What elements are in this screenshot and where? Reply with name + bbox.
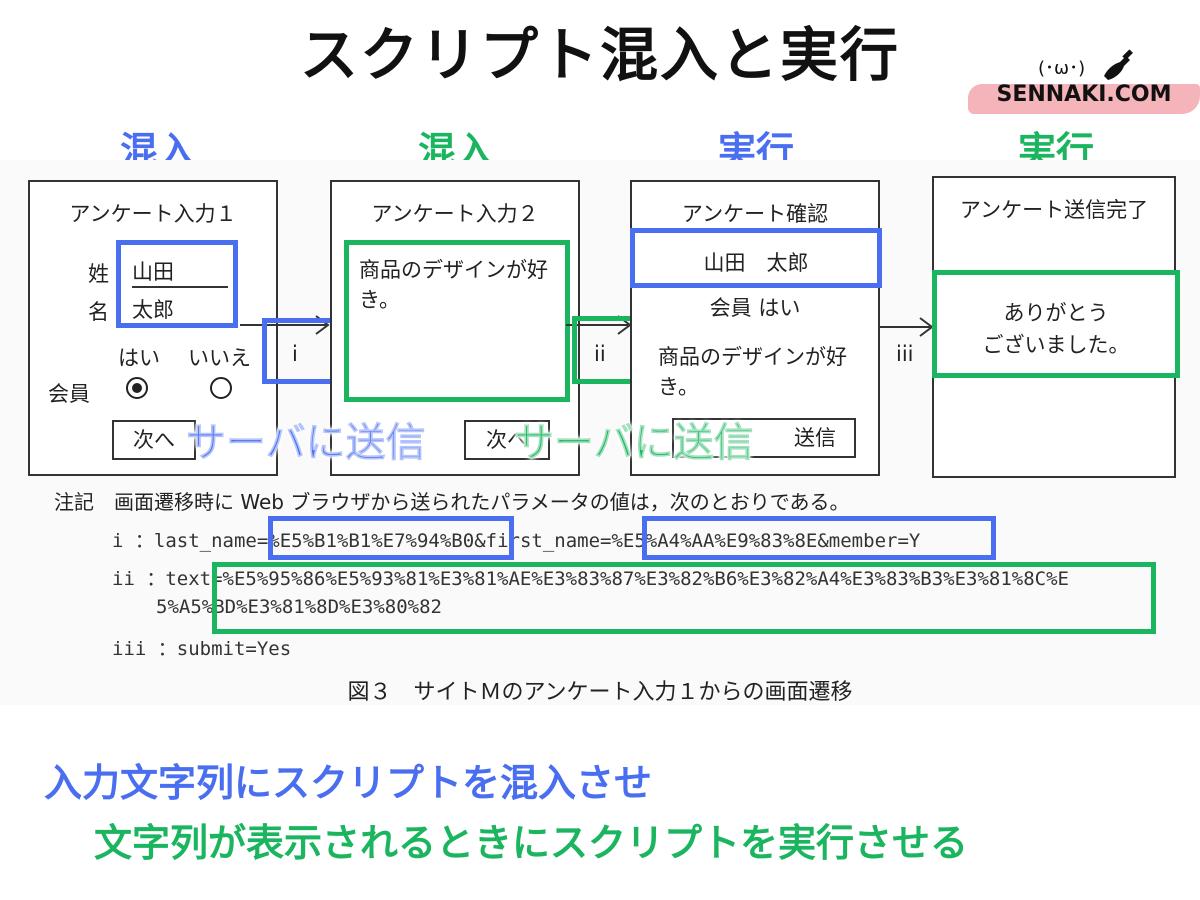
param-line-ii-cont: 5%A5%BD%E3%81%8D%E3%80%82 bbox=[156, 596, 442, 618]
given-name-label: 名 bbox=[88, 300, 109, 324]
screen-3-title: アンケート確認 bbox=[681, 202, 829, 226]
arrow-iii bbox=[880, 317, 934, 337]
param-i-firstname: %E5%A4%AA%E9%83%8E&member=Y bbox=[611, 530, 921, 552]
surname-field[interactable]: 山田 bbox=[132, 256, 228, 288]
send-button[interactable]: 送信 bbox=[672, 418, 856, 458]
arrow-ii-label: ii bbox=[594, 342, 606, 366]
paintbrush-icon bbox=[1104, 49, 1133, 80]
send-to-server-label-1: サーバに送信 bbox=[186, 420, 427, 467]
next-button-2[interactable]: 次へ bbox=[464, 420, 550, 460]
highlight-name-inject bbox=[116, 240, 238, 328]
member-label: 会員 bbox=[48, 382, 90, 406]
screen-4-title: アンケート送信完了 bbox=[959, 198, 1149, 222]
screen-2-title: アンケート入力２ bbox=[371, 202, 539, 226]
summary-line-execute: 文字列が表示されるときにスクリプトを実行させる bbox=[94, 821, 969, 865]
confirm-name-value: 山田 太郎 bbox=[703, 251, 809, 275]
logo-brush-stroke bbox=[968, 84, 1200, 114]
highlight-complete-message: ありがとう ございました。 bbox=[932, 270, 1180, 378]
param-i-prefix: i ：last_name= bbox=[112, 530, 269, 552]
member-yes-radio[interactable] bbox=[126, 377, 148, 399]
textarea-value: 商品のデザインが好き。 bbox=[359, 258, 548, 312]
param-line-i: i ：last_name=%E5%B1%B1%E7%94%B0&first_na… bbox=[112, 526, 920, 553]
page-title: スクリプト混入と実行 bbox=[299, 21, 900, 89]
confirm-text-value: 商品のデザインが好き。 bbox=[658, 345, 847, 399]
param-i-mid: &first_name= bbox=[474, 530, 612, 552]
highlight-name-exec: 山田 太郎 bbox=[630, 228, 882, 288]
highlight-param-firstname bbox=[642, 516, 996, 560]
param-line-ii: ii ：text=%E5%95%86%E5%93%81%E3%81%AE%E3%… bbox=[112, 564, 1069, 591]
logo-text: SENNAKI.COM bbox=[996, 82, 1172, 107]
screen-survey-input-1: アンケート入力１ 姓 山田 太郎 名 はい いいえ 会員 次へ bbox=[28, 180, 278, 476]
arrow-i-label: i bbox=[292, 342, 298, 366]
complete-message-line-1: ありがとう bbox=[1003, 301, 1109, 325]
send-button-label: 送信 bbox=[794, 426, 836, 450]
logo-face: (･ω･) bbox=[1038, 58, 1086, 79]
screen-1-title: アンケート入力１ bbox=[69, 202, 237, 226]
param-line-iii: iii ：submit=Yes bbox=[112, 638, 292, 660]
param-ii-prefix: ii ：text= bbox=[112, 568, 223, 590]
param-i-lastname: %E5%B1%B1%E7%94%B0 bbox=[268, 530, 475, 552]
note-heading: 注記 画面遷移時に Web ブラウザから送られたパラメータの値は，次のとおりであ… bbox=[54, 490, 850, 514]
site-logo: (･ω･) SENNAKI.COM bbox=[968, 49, 1200, 118]
param-ii-value-1: %E5%95%86%E5%93%81%E3%81%AE%E3%83%87%E3%… bbox=[222, 568, 1069, 590]
highlight-param-lastname bbox=[268, 516, 514, 560]
send-to-server-label-2: サーバに送信 bbox=[514, 420, 755, 467]
summary-line-inject: 入力文字列にスクリプトを混入させ bbox=[44, 761, 653, 805]
complete-message-line-2: ございました。 bbox=[982, 333, 1130, 357]
arrow-iii-label: iii bbox=[896, 342, 914, 366]
yes-label: はい bbox=[118, 346, 160, 370]
surname-label: 姓 bbox=[88, 262, 109, 286]
member-no-radio[interactable] bbox=[210, 377, 232, 399]
textarea-comment[interactable]: 商品のデザインが好き。 bbox=[344, 240, 570, 402]
no-label: いいえ bbox=[188, 346, 251, 370]
highlight-param-text bbox=[212, 562, 1156, 634]
figure-caption: 図３ サイトＭのアンケート入力１からの画面遷移 bbox=[347, 680, 853, 705]
next-button-1[interactable]: 次へ bbox=[112, 420, 196, 460]
member-value: 会員 はい bbox=[709, 296, 801, 320]
